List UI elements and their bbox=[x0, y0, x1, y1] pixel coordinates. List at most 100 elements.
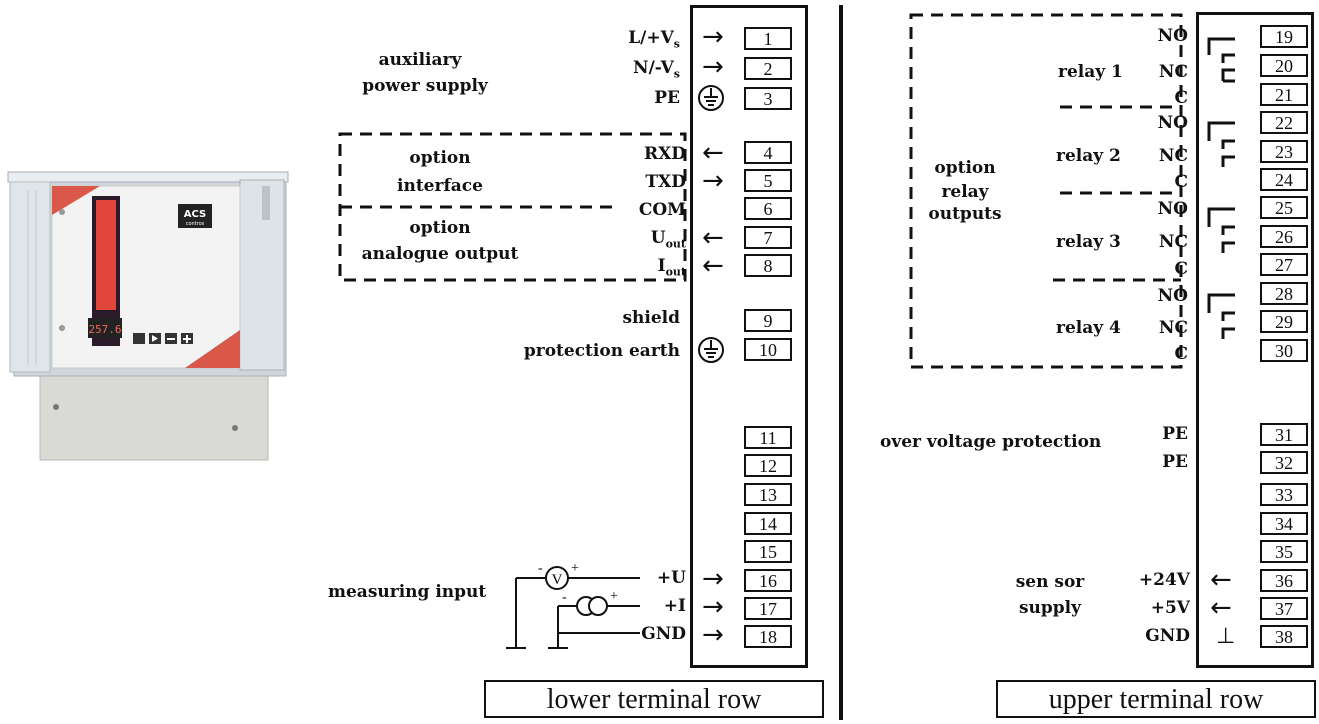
terminal-32: 32 bbox=[1260, 451, 1308, 474]
terminal-20: 20 bbox=[1260, 54, 1308, 77]
terminal-23: 23 bbox=[1260, 140, 1308, 163]
relay-contact: NC bbox=[1158, 232, 1188, 252]
pe-32: PE bbox=[1162, 452, 1188, 472]
terminal-38: 38 bbox=[1260, 625, 1308, 648]
signal-gnd: GND bbox=[641, 624, 686, 644]
relay-contact: C bbox=[1174, 88, 1188, 108]
terminal-19: 19 bbox=[1260, 25, 1308, 48]
device-drawing: 257.6 ACS contros bbox=[7, 171, 289, 461]
relay-option-2: relay bbox=[941, 182, 989, 202]
relay-contact: NC bbox=[1158, 146, 1188, 166]
terminal-16: 16 bbox=[744, 569, 792, 592]
arrow-right-icon: → bbox=[702, 52, 724, 82]
terminal-36: 36 bbox=[1260, 569, 1308, 592]
lower-terminal-frame bbox=[690, 5, 808, 668]
terminal-25: 25 bbox=[1260, 196, 1308, 219]
lower-row-caption: lower terminal row bbox=[484, 680, 824, 718]
voltmeter-letter: V bbox=[552, 572, 563, 588]
terminal-17: 17 bbox=[744, 597, 792, 620]
relay-contact: NO bbox=[1157, 199, 1188, 219]
svg-text:-: - bbox=[562, 590, 567, 605]
relay-contact: C bbox=[1174, 259, 1188, 279]
aux-title-2: power supply bbox=[362, 76, 488, 96]
logo-text: ACS bbox=[184, 209, 206, 220]
shield-label: shield bbox=[622, 308, 680, 328]
terminal-26: 26 bbox=[1260, 225, 1308, 248]
relay-contact: NO bbox=[1157, 286, 1188, 306]
device-image: 257.6 ACS contros bbox=[0, 0, 300, 720]
arrow-left-icon: ← bbox=[1210, 565, 1232, 595]
ground-icon bbox=[698, 337, 724, 363]
terminal-11: 11 bbox=[744, 426, 792, 449]
svg-text:+: + bbox=[610, 589, 618, 604]
terminal-29: 29 bbox=[1260, 310, 1308, 333]
terminal-5: 5 bbox=[744, 169, 792, 192]
terminal-34: 34 bbox=[1260, 512, 1308, 535]
terminal-21: 21 bbox=[1260, 83, 1308, 106]
terminal-10: 10 bbox=[744, 338, 792, 361]
terminal-4: 4 bbox=[744, 141, 792, 164]
sensor-title-1: sen sor bbox=[1015, 572, 1085, 592]
relay-1-label: relay 1 bbox=[1058, 62, 1123, 82]
arrow-left-icon: ← bbox=[702, 251, 724, 281]
arrow-right-icon: → bbox=[702, 22, 724, 52]
terminal-9: 9 bbox=[744, 309, 792, 332]
terminal-15: 15 bbox=[744, 540, 792, 563]
terminal-3: 3 bbox=[744, 87, 792, 110]
relay-contact: C bbox=[1174, 344, 1188, 364]
logo-subtext: contros bbox=[186, 221, 205, 227]
signal-gnd-upper: GND bbox=[1145, 626, 1190, 646]
relay-contact: C bbox=[1174, 172, 1188, 192]
arrow-right-icon: → bbox=[702, 592, 724, 622]
relay-3-label: relay 3 bbox=[1056, 232, 1121, 252]
relay-switch-symbols bbox=[1207, 37, 1235, 339]
terminal-30: 30 bbox=[1260, 339, 1308, 362]
relay-option-3: outputs bbox=[928, 204, 1002, 224]
terminal-33: 33 bbox=[1260, 483, 1308, 506]
terminal-18: 18 bbox=[744, 625, 792, 648]
measuring-input-label: measuring input bbox=[328, 582, 487, 602]
arrow-left-icon: ← bbox=[702, 223, 724, 253]
ground-icon bbox=[698, 85, 724, 111]
iface-title-1: option bbox=[409, 148, 471, 168]
svg-text:-: - bbox=[538, 561, 543, 576]
relay-contact: NC bbox=[1158, 318, 1188, 338]
pe-31: PE bbox=[1162, 424, 1188, 444]
display-readout: 257.6 bbox=[88, 323, 121, 336]
terminal-8: 8 bbox=[744, 254, 792, 277]
aux-title-1: auxiliary bbox=[378, 50, 462, 70]
relay-option-1: option bbox=[934, 158, 996, 178]
arrow-right-icon: → bbox=[702, 620, 724, 650]
arrow-right-icon: → bbox=[702, 564, 724, 594]
terminal-31: 31 bbox=[1260, 423, 1308, 446]
signal-iout: Iout bbox=[657, 256, 686, 279]
upper-row-caption: upper terminal row bbox=[996, 680, 1316, 718]
signal-n-vs: N/-Vs bbox=[633, 58, 680, 81]
signal-rxd: RXD bbox=[643, 144, 686, 164]
svg-text:+: + bbox=[571, 561, 579, 576]
iface-title-2: interface bbox=[397, 176, 483, 196]
relay-contact: NC bbox=[1158, 62, 1188, 82]
signal-plus-i: +I bbox=[663, 596, 686, 616]
signal-uout: Uout bbox=[650, 228, 686, 251]
terminal-7: 7 bbox=[744, 226, 792, 249]
option-dashed-box bbox=[338, 132, 687, 282]
ao-title-2: analogue output bbox=[361, 244, 519, 264]
divider bbox=[839, 5, 843, 720]
ao-title-1: option bbox=[409, 218, 471, 238]
relay-contact: NO bbox=[1157, 26, 1188, 46]
signal-l-vs: L/+Vs bbox=[628, 28, 680, 51]
signal-24v: +24V bbox=[1138, 570, 1190, 590]
terminal-24: 24 bbox=[1260, 168, 1308, 191]
relay-4-label: relay 4 bbox=[1056, 318, 1121, 338]
upper-terminal-frame bbox=[1196, 12, 1314, 668]
sensor-title-2: supply bbox=[1018, 598, 1082, 618]
terminal-13: 13 bbox=[744, 483, 792, 506]
signal-plus-u: +U bbox=[656, 568, 686, 588]
signal-txd: TXD bbox=[645, 172, 686, 192]
terminal-37: 37 bbox=[1260, 597, 1308, 620]
terminal-27: 27 bbox=[1260, 253, 1308, 276]
terminal-12: 12 bbox=[744, 454, 792, 477]
relay-contact: NO bbox=[1157, 113, 1188, 133]
measuring-input-schematic: V - + - + bbox=[506, 561, 640, 649]
